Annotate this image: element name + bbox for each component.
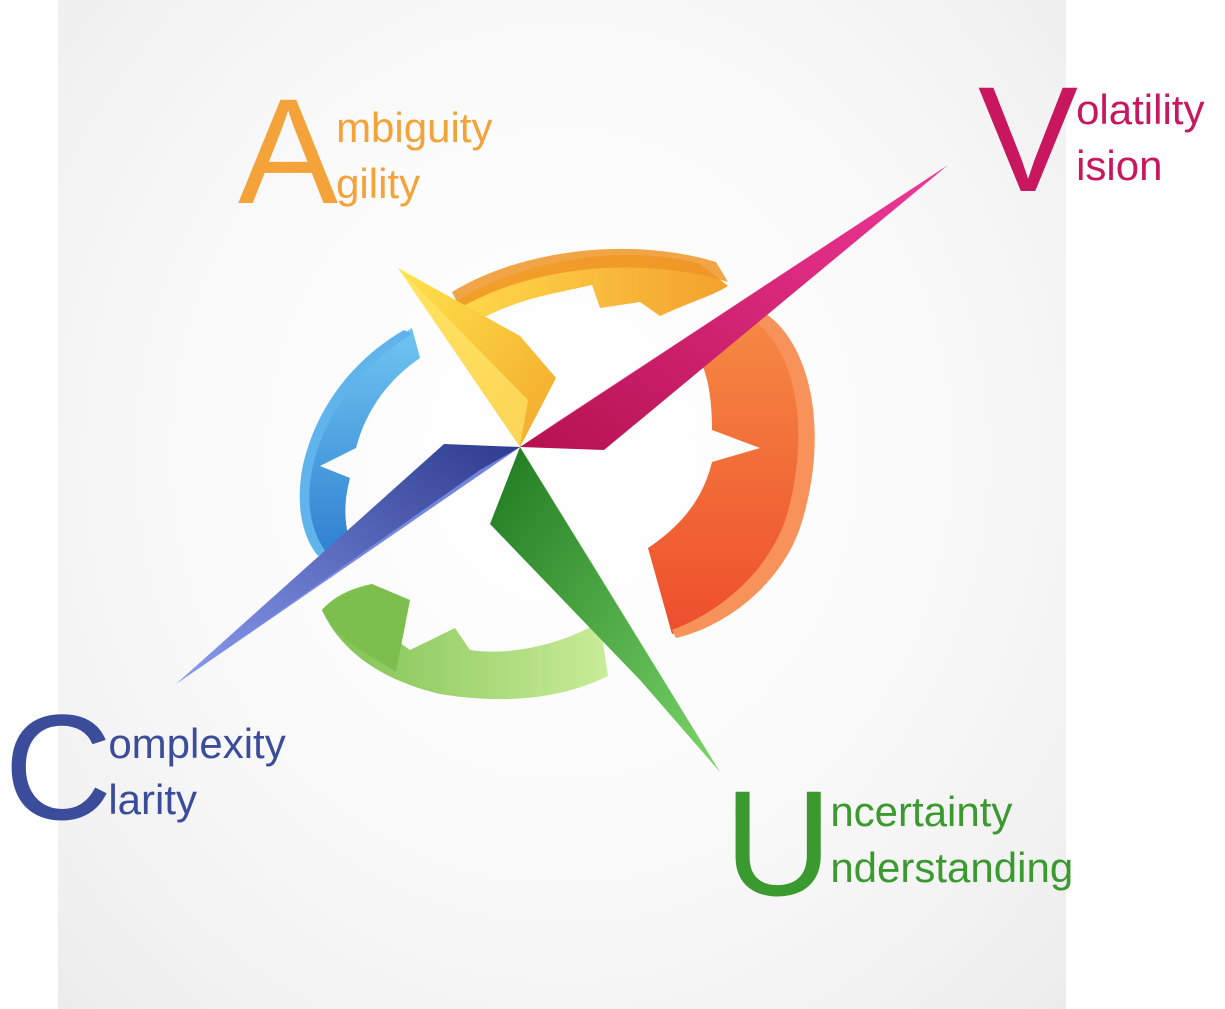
word-complexity: omplexity (108, 720, 286, 767)
needle-complexity-shade (176, 447, 520, 684)
quadrant-complexity-clarity: C omplexity larity (4, 692, 286, 842)
needle-uncertainty-shade (520, 447, 720, 772)
compass-ring (299, 248, 815, 700)
ring-segment-top-rim (452, 248, 728, 308)
initial-letter-a: A (238, 67, 338, 235)
needle-uncertainty (490, 447, 720, 772)
word-volatility: olatility (1076, 86, 1205, 133)
word-understanding: nderstanding (830, 844, 1074, 891)
word-ambiguity: mbiguity (336, 104, 493, 151)
initial-letter-v: V (978, 55, 1078, 223)
compass-needles (176, 165, 948, 772)
quadrant-words-a: mbiguity gility (336, 100, 492, 212)
ring-segment-left-rim (299, 330, 412, 556)
ring-segment-right (648, 310, 804, 634)
word-clarity: larity (108, 776, 198, 823)
quadrant-ambiguity-agility: A mbiguity gility (238, 76, 492, 226)
word-uncertainty: ncertainty (830, 788, 1013, 835)
ring-segment-right-rim (672, 306, 815, 638)
needle-ambiguity-shade (398, 268, 528, 447)
quadrant-words-v: olatility ision (1076, 82, 1204, 194)
quadrant-words-u: ncertainty nderstanding (830, 784, 1073, 896)
quadrant-words-c: omplexity larity (108, 716, 285, 828)
quadrant-volatility-vision: V olatility ision (978, 55, 1204, 223)
ring-segment-bottom-inner (322, 584, 410, 672)
quadrant-uncertainty-understanding: U ncertainty nderstanding (724, 768, 1073, 918)
ring-segment-left (306, 328, 420, 560)
initial-letter-u: U (724, 759, 832, 927)
initial-letter-c: C (4, 683, 112, 851)
word-vision: ision (1076, 142, 1163, 189)
needle-volatility-shade (520, 165, 948, 447)
word-agility: gility (336, 160, 421, 207)
needle-volatility (520, 165, 948, 450)
background-panel (58, 0, 1066, 1009)
